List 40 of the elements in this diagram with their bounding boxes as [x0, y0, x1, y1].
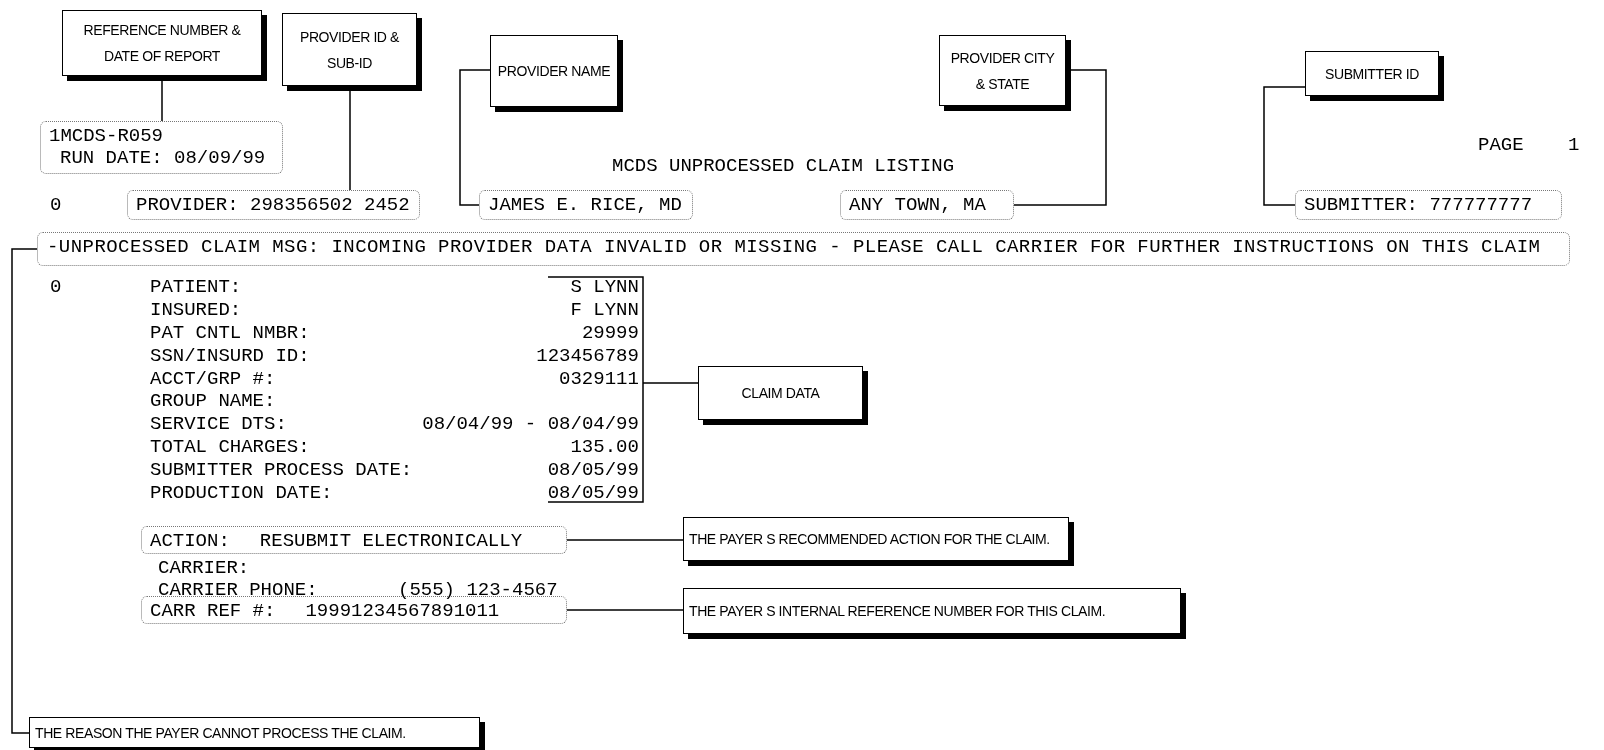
line-marker: 0 — [50, 194, 62, 216]
bracket-leader-line — [547, 276, 699, 503]
field-value: 0329111 — [558, 367, 639, 391]
field-label: SSN/INSURD ID: — [150, 344, 311, 368]
field-value: F LYNN — [569, 298, 639, 322]
leader-line — [11, 248, 38, 734]
field-label: ACCT/GRP #: — [150, 367, 277, 391]
field-text: 19991234567891011 — [305, 600, 500, 622]
field-label: PATIENT: — [150, 276, 243, 299]
field-value: 29999 — [580, 321, 639, 345]
page-number: 1 — [1568, 134, 1580, 156]
field-value: 135.00 — [569, 436, 639, 460]
field-text: RESUBMIT ELECTRONICALLY — [259, 530, 523, 552]
field-label: INSURED: — [150, 298, 243, 322]
leader-line — [1263, 86, 1306, 206]
leader-line — [459, 69, 491, 206]
field-text: CARR REF #: — [150, 600, 276, 622]
page-label: PAGE — [1478, 134, 1524, 156]
leader-line — [566, 539, 684, 541]
field-label: SERVICE DTS: — [150, 413, 288, 437]
field-label: CARRIER PHONE: — [158, 579, 318, 601]
field-value: S LYNN — [569, 276, 639, 299]
line-marker: 0 — [50, 276, 62, 298]
field-value: 08/05/99 — [546, 482, 639, 505]
field-value: 123456789 — [535, 344, 639, 368]
report-title: MCDS UNPROCESSED CLAIM LISTING — [612, 155, 955, 177]
leader-line — [1013, 69, 1107, 206]
field-label: PAT CNTL NMBR: — [150, 321, 311, 345]
field-value: (555) 123-4567 — [398, 579, 558, 601]
field-label: SUBMITTER PROCESS DATE: — [150, 459, 413, 483]
field-value: 08/04/99 - 08/04/99 — [422, 413, 639, 437]
field-text: 1MCDS-R059 — [49, 125, 165, 147]
field-label: GROUP NAME: — [150, 390, 277, 414]
field-text: RUN DATE: 08/09/99 — [59, 147, 267, 169]
field-label: TOTAL CHARGES: — [150, 436, 311, 460]
field-label: CARRIER: — [158, 557, 250, 579]
field-label: PRODUCTION DATE: — [150, 482, 334, 505]
field-text: ACTION: — [150, 530, 230, 552]
leader-line — [566, 609, 684, 611]
field-value: 08/05/99 — [546, 459, 639, 483]
